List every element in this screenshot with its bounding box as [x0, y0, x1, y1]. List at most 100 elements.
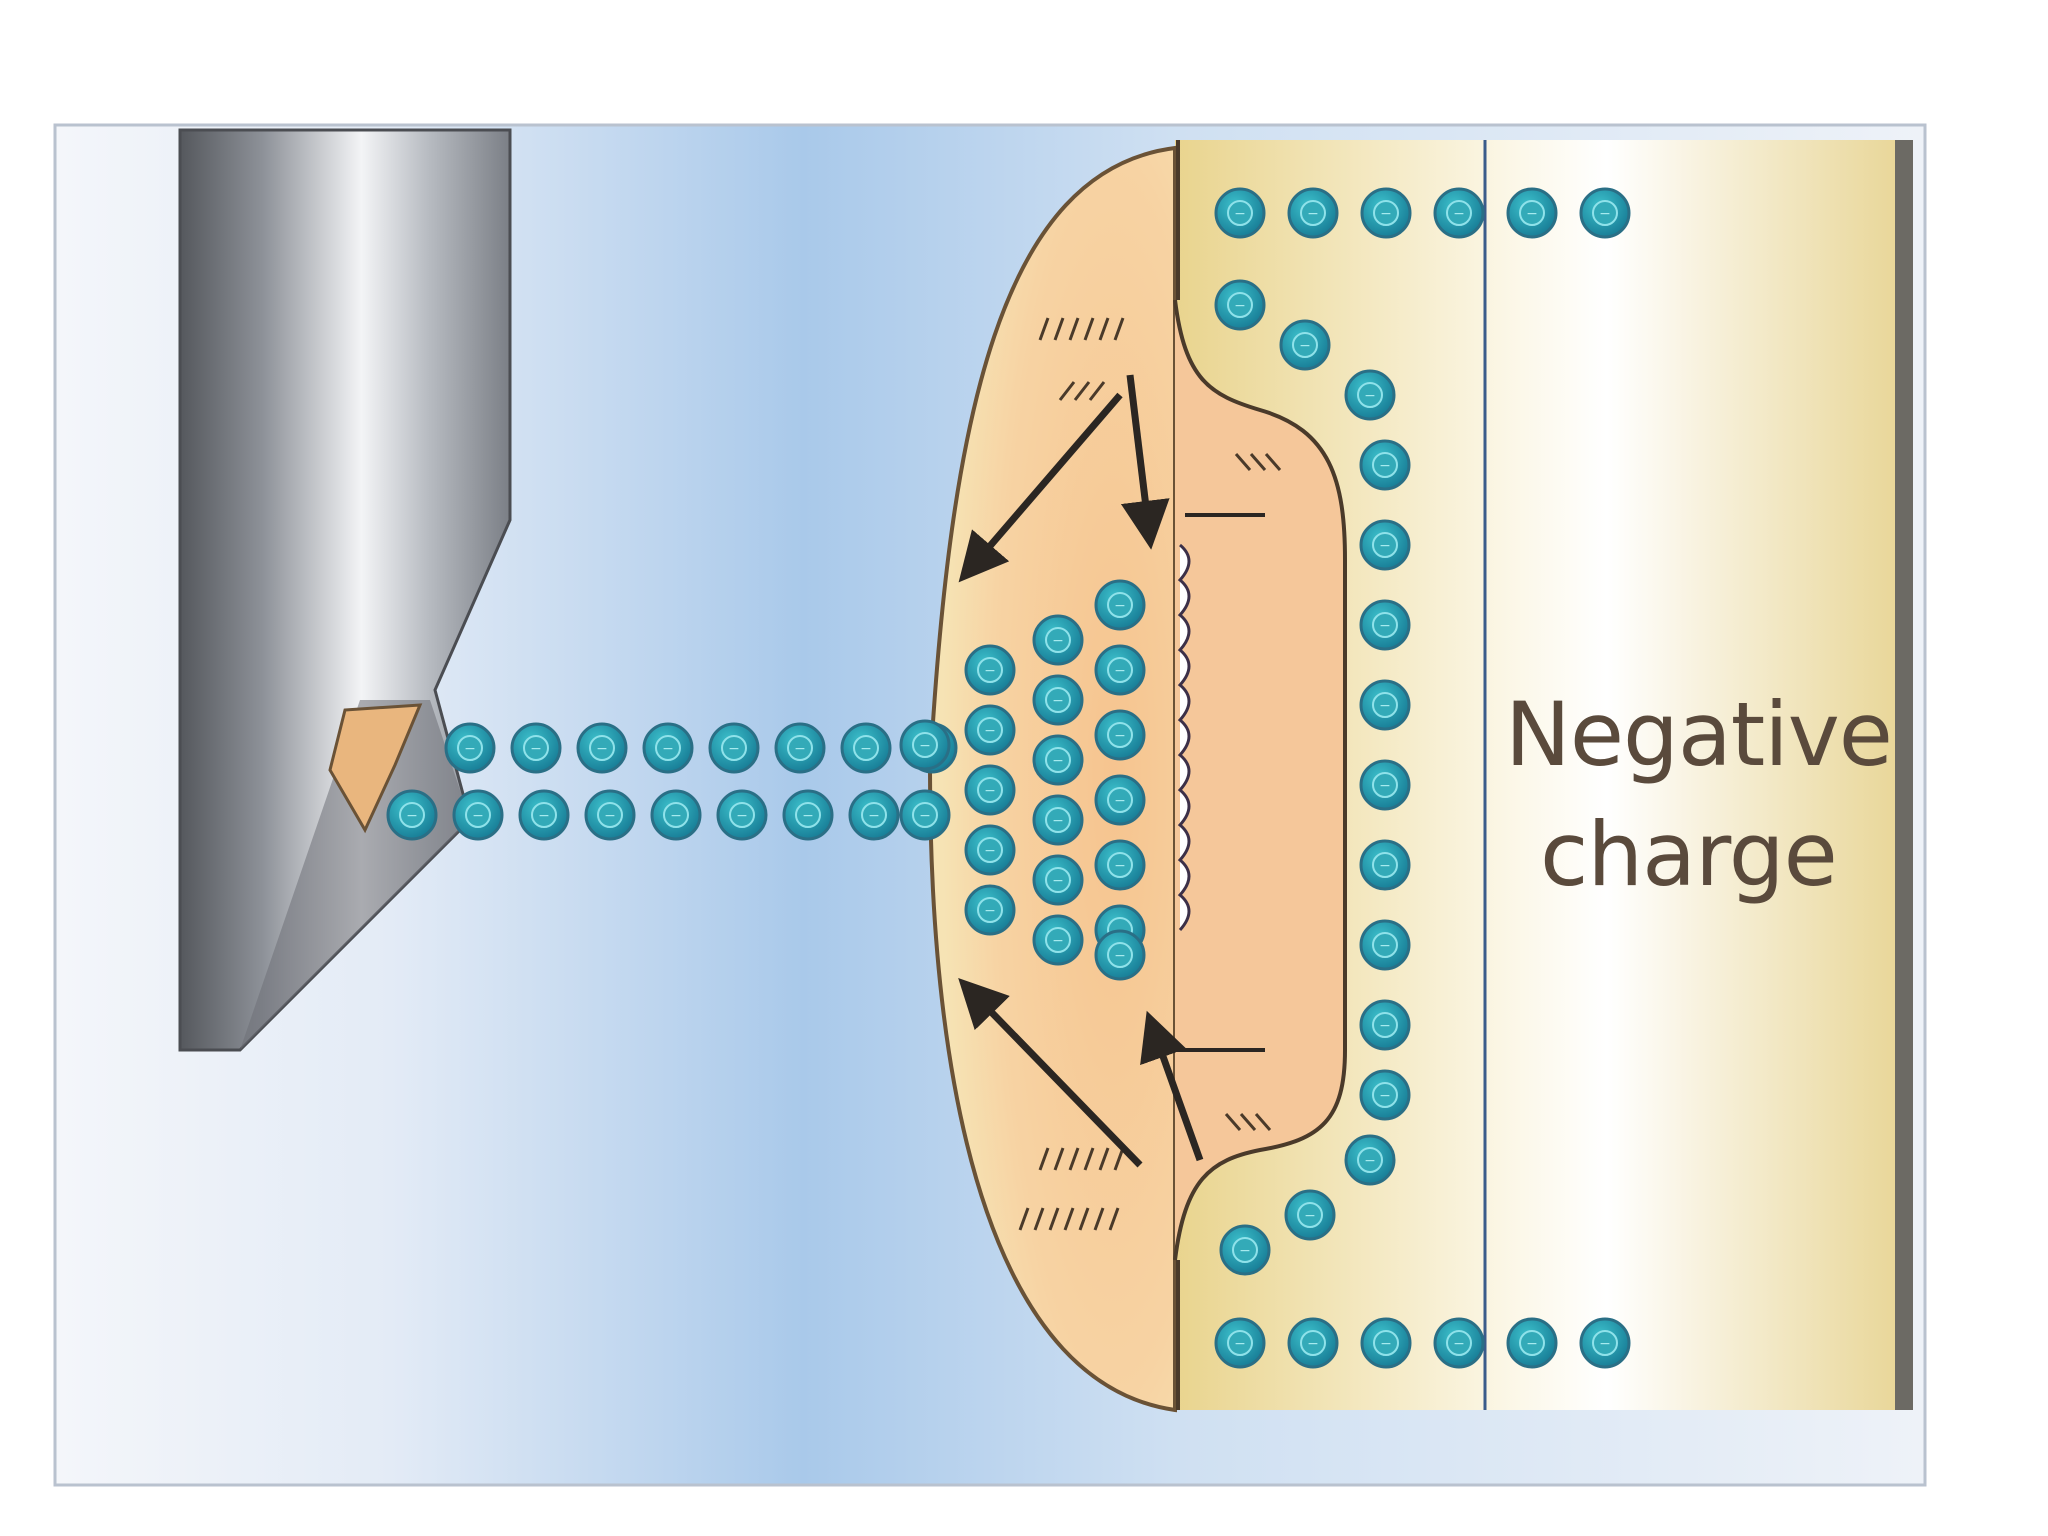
- electron-minus-sign: −: [1234, 206, 1246, 222]
- electron-minus-sign: −: [1114, 663, 1126, 679]
- electron-core: [1592, 1330, 1618, 1356]
- electron-minus-sign: −: [1453, 1336, 1465, 1352]
- electron-minus-sign: −: [1380, 206, 1392, 222]
- electron: −: [1359, 519, 1411, 571]
- electron: −: [1344, 1134, 1396, 1186]
- electron: −: [1094, 644, 1146, 696]
- electron-core: [457, 735, 483, 761]
- electron-core: [1592, 200, 1618, 226]
- electrode-tip-spark: [328, 703, 423, 834]
- electron: −: [716, 789, 768, 841]
- electron-minus-sign: −: [596, 741, 608, 757]
- electron-minus-sign: −: [984, 663, 996, 679]
- electron-minus-sign: −: [1307, 1336, 1319, 1352]
- electron-core: [655, 735, 681, 761]
- electron: −: [1094, 774, 1146, 826]
- electron-minus-sign: −: [1364, 388, 1376, 404]
- electron-minus-sign: −: [984, 723, 996, 739]
- diagram-frame: [53, 123, 1927, 1487]
- electron-core: [1045, 627, 1071, 653]
- electron: −: [642, 722, 694, 774]
- electron-core: [1045, 747, 1071, 773]
- electron: −: [1579, 1317, 1631, 1369]
- electron-minus-sign: −: [1114, 948, 1126, 964]
- electron-minus-sign: −: [472, 808, 484, 824]
- electron: −: [1032, 854, 1084, 906]
- electron: −: [840, 722, 892, 774]
- electron-core: [1045, 807, 1071, 833]
- electron: −: [1214, 187, 1266, 239]
- electron-minus-sign: −: [868, 808, 880, 824]
- negative-charge-label: Negative charge: [1505, 683, 1893, 906]
- electron-core: [1357, 1147, 1383, 1173]
- electron: −: [1359, 439, 1411, 491]
- electron-minus-sign: −: [538, 808, 550, 824]
- electron-core: [589, 735, 615, 761]
- electron-core: [1232, 1237, 1258, 1263]
- electron: −: [1433, 187, 1485, 239]
- electron-core: [1107, 657, 1133, 683]
- electron-minus-sign: −: [1599, 206, 1611, 222]
- electron-minus-sign: −: [1379, 938, 1391, 954]
- electron-core: [597, 802, 623, 828]
- electron: −: [1344, 369, 1396, 421]
- electron: −: [964, 824, 1016, 876]
- arrow-lower-outward: [958, 977, 1143, 1168]
- electron-minus-sign: −: [802, 808, 814, 824]
- electron-core: [977, 717, 1003, 743]
- electron-core: [1227, 200, 1253, 226]
- electron-core: [1227, 292, 1253, 318]
- electron-core: [1357, 382, 1383, 408]
- electron: −: [848, 789, 900, 841]
- electron: −: [1287, 187, 1339, 239]
- electron: −: [1094, 839, 1146, 891]
- force-arrows: [958, 374, 1265, 1168]
- electron: −: [1359, 839, 1411, 891]
- electron-minus-sign: −: [1114, 858, 1126, 874]
- electron-minus-sign: −: [1379, 458, 1391, 474]
- electron: −: [584, 789, 636, 841]
- electron-core: [1300, 1330, 1326, 1356]
- electron-core: [1107, 722, 1133, 748]
- electron: −: [386, 789, 438, 841]
- electron-core: [523, 735, 549, 761]
- electron-core: [1373, 200, 1399, 226]
- electron-minus-sign: −: [984, 903, 996, 919]
- electron-minus-sign: −: [1379, 538, 1391, 554]
- electron-minus-sign: −: [1052, 933, 1064, 949]
- electron: −: [576, 722, 628, 774]
- electron-core: [1227, 1330, 1253, 1356]
- electron-core: [1372, 532, 1398, 558]
- heat-hatching: [1018, 317, 1282, 1231]
- electron-minus-sign: −: [1234, 1336, 1246, 1352]
- electron-core: [399, 802, 425, 828]
- electron: −: [1279, 319, 1331, 371]
- electron: −: [964, 884, 1016, 936]
- electron-core: [1300, 200, 1326, 226]
- electron-minus-sign: −: [670, 808, 682, 824]
- workpiece-crater: [1173, 299, 1347, 1261]
- electron-core: [977, 777, 1003, 803]
- electron-minus-sign: −: [1052, 693, 1064, 709]
- electron-minus-sign: −: [984, 843, 996, 859]
- electron-core: [853, 735, 879, 761]
- electron-minus-sign: −: [1379, 1088, 1391, 1104]
- electron: −: [899, 789, 951, 841]
- electron-minus-sign: −: [1052, 813, 1064, 829]
- electron: −: [1094, 579, 1146, 631]
- electron-minus-sign: −: [1052, 873, 1064, 889]
- electron-minus-sign: −: [662, 741, 674, 757]
- electron-minus-sign: −: [1299, 338, 1311, 354]
- electron-core: [977, 837, 1003, 863]
- electron-minus-sign: −: [1114, 793, 1126, 809]
- electron: −: [1506, 1317, 1558, 1369]
- electron: −: [1214, 279, 1266, 331]
- electron-core: [1107, 787, 1133, 813]
- arrow-lower-inward: [1140, 1010, 1204, 1162]
- electron: −: [1032, 914, 1084, 966]
- electron-minus-sign: −: [1364, 1153, 1376, 1169]
- electron-core: [1297, 1202, 1323, 1228]
- electron: −: [1032, 674, 1084, 726]
- electron-minus-sign: −: [1307, 206, 1319, 222]
